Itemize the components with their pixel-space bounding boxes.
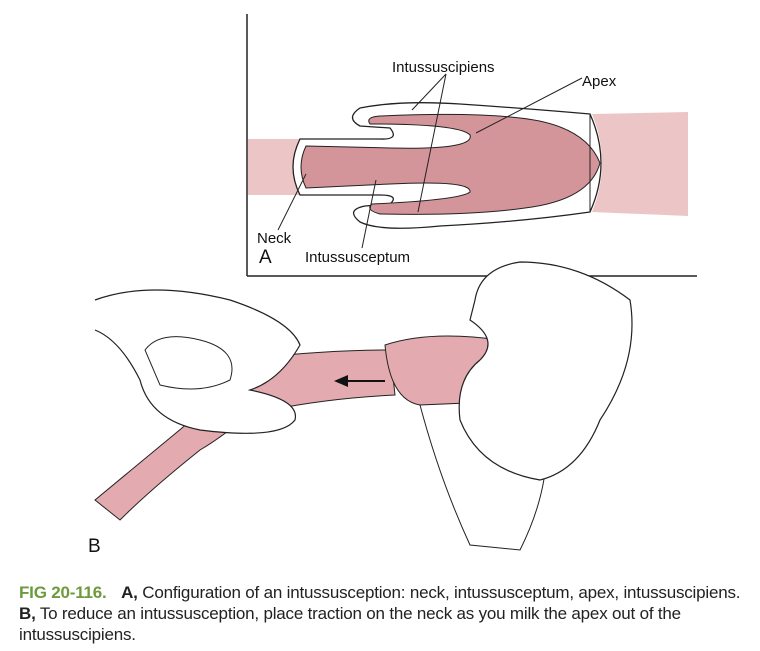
arrow-head-icon <box>334 375 348 387</box>
label-apex: Apex <box>582 73 617 90</box>
panel-b-letter: B <box>88 536 101 557</box>
caption-part-b-text: To reduce an intussusception, place trac… <box>19 604 681 644</box>
left-hand-fingers <box>144 336 233 390</box>
label-intussusceptum: Intussusceptum <box>305 249 410 266</box>
figure-caption: FIG 20-116. A, Configuration of an intus… <box>19 582 749 645</box>
figure-illustration: Intussuscipiens Apex Neck Intussusceptum… <box>88 14 697 557</box>
caption-part-a-letter: A, <box>121 583 138 602</box>
panel-b: B <box>88 261 633 557</box>
figure-number: FIG 20-116. <box>19 583 107 602</box>
caption-part-a-text: Configuration of an intussusception: nec… <box>142 583 741 602</box>
label-neck: Neck <box>257 230 292 247</box>
panel-a-letter: A <box>259 247 272 268</box>
panel-a: Intussuscipiens Apex Neck Intussusceptum… <box>246 14 697 277</box>
label-intussuscipiens: Intussuscipiens <box>392 59 495 76</box>
left-hand <box>94 289 301 434</box>
leader-lines <box>277 73 583 249</box>
intussusceptum <box>300 113 601 215</box>
outer-bowel-left <box>248 139 300 195</box>
outer-bowel-right <box>592 112 688 216</box>
right-hand <box>458 261 633 481</box>
caption-part-b-letter: B, <box>19 604 36 623</box>
